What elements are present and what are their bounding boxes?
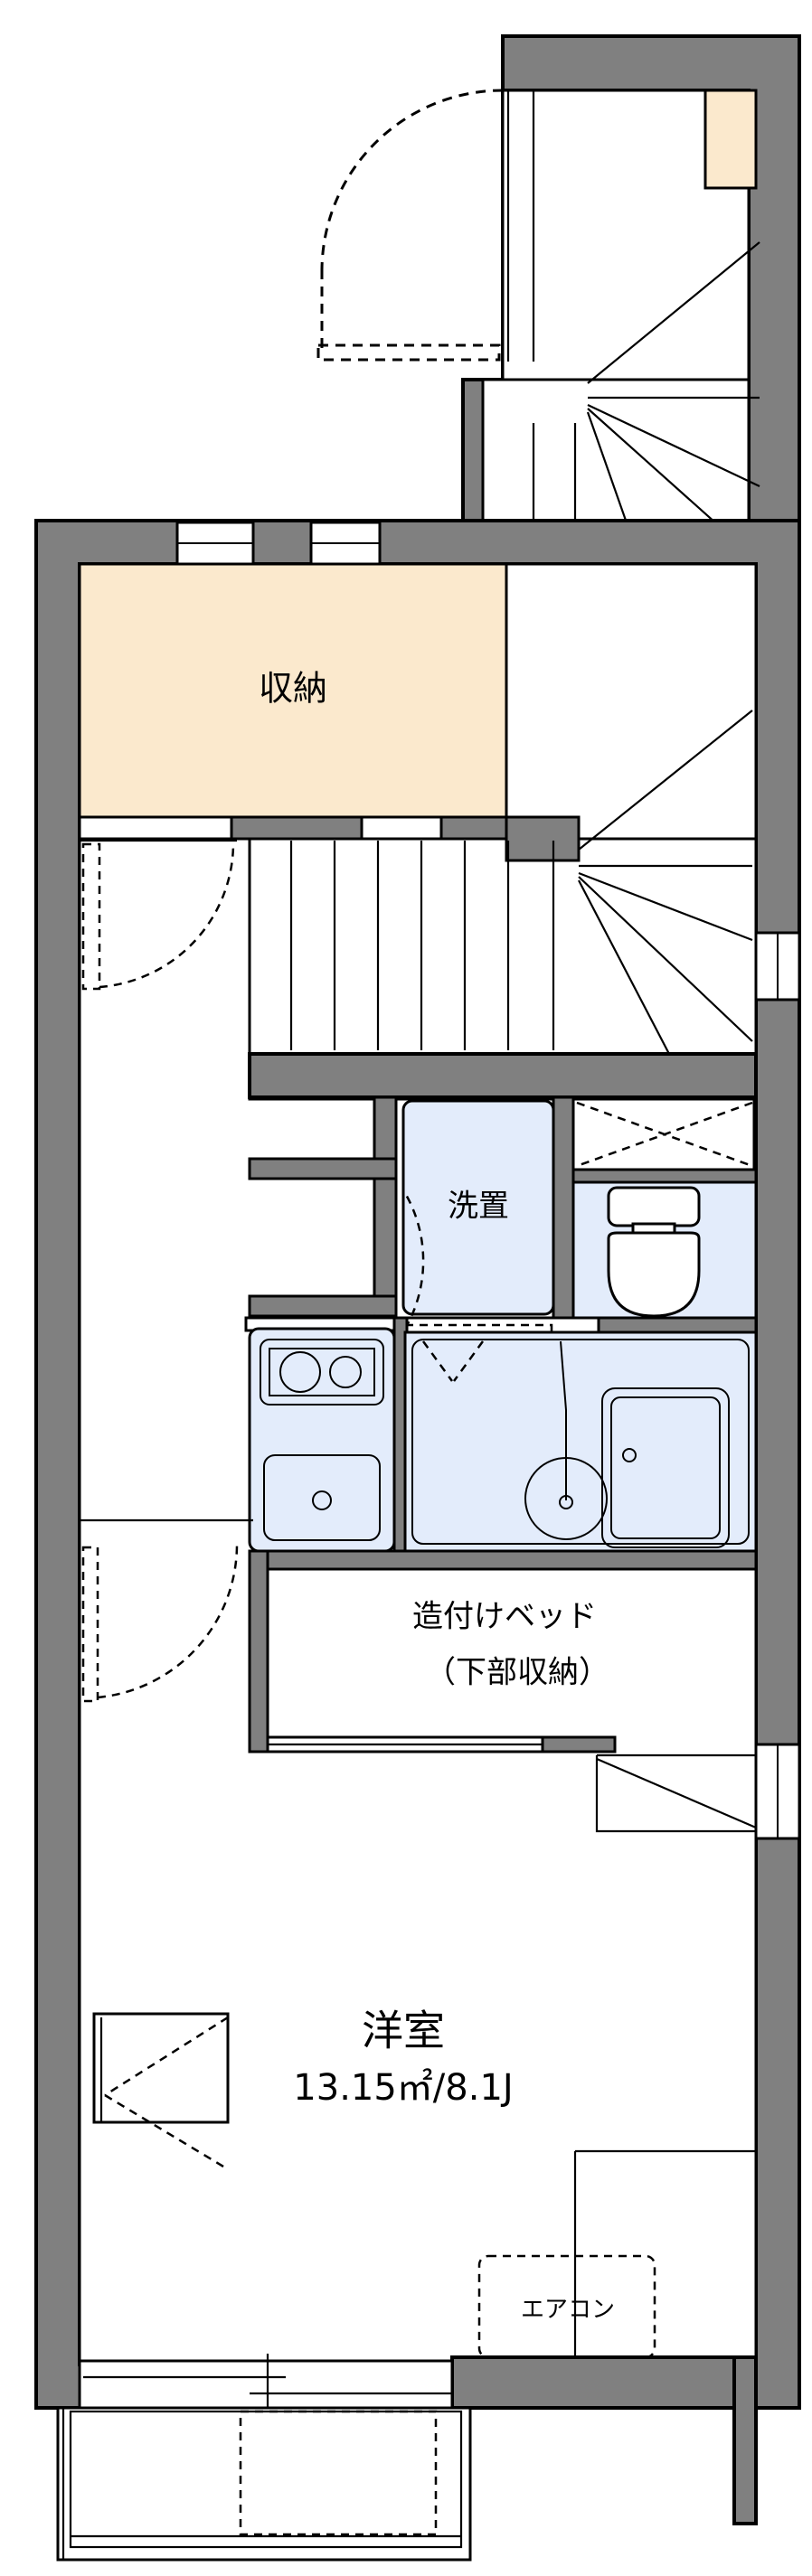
upper-winder-step-1 (587, 241, 760, 384)
kitchen-burner-large (279, 1351, 321, 1393)
bathtub-inner (610, 1396, 721, 1539)
bath-head-wall-right (597, 1316, 758, 1334)
closet-door-swing-upper (99, 841, 235, 989)
balcony-sliding-door (78, 2359, 454, 2410)
washer-door-swing (403, 1192, 425, 1330)
storage-label: 収納 (259, 669, 327, 709)
unit-bath-room (403, 1330, 758, 1553)
storage-door-jamb-mid (230, 815, 364, 841)
bath-wash-basin (524, 1457, 608, 1540)
storage-door-jamb-right (439, 815, 508, 841)
upper-storage-patch (703, 89, 758, 190)
stair-winder-2 (578, 876, 753, 1042)
bottom-partition-wall (450, 2355, 758, 2410)
ac-partition-line (573, 2149, 756, 2357)
kitchen-unit (248, 1327, 396, 1553)
main-unit-plan: 収納 (34, 519, 801, 2562)
lower-closet-box (92, 2012, 230, 2124)
bed-right-threshold (541, 1735, 617, 1753)
stair-winder-1 (578, 871, 753, 942)
closet-door-leaf-upper (81, 842, 101, 991)
built-in-bed-label-line2: （下部収納） (425, 1655, 609, 1691)
stair-winder-3 (578, 879, 670, 1055)
upper-winder-step-3 (587, 404, 760, 487)
entry-door-swing-lower (97, 1545, 239, 1699)
lower-closet-open-arrow-up (104, 2016, 229, 2097)
toilet-cabinet-x (576, 1101, 753, 1168)
kitchen-sink-basin (263, 1454, 381, 1541)
right-sash-diagonal (595, 1753, 757, 1833)
kitchen-stove-frame-outer (260, 1339, 384, 1406)
kitchen-drain (312, 1490, 332, 1510)
air-conditioner-label: エアコン (521, 2297, 615, 2324)
entrance-door-swing-arc (320, 89, 504, 270)
washer-bottom-stub (248, 1294, 398, 1318)
bath-basin-drain (559, 1495, 573, 1509)
bathtub-outer (601, 1387, 730, 1548)
toilet-bowl (607, 1231, 701, 1318)
bed-top-wall (248, 1549, 758, 1571)
stair-bottom-wall (248, 1052, 758, 1099)
storage-room (78, 562, 508, 819)
kitchen-burner-small (329, 1356, 362, 1388)
entry-door-leaf-lower (81, 1546, 99, 1703)
washer-left-wall (373, 1095, 398, 1320)
washer-label: 洗置 (448, 1189, 509, 1225)
stair-newel-block (505, 815, 581, 862)
western-room-area: 13.15㎡/8.1J (293, 2067, 513, 2109)
toilet-tank (607, 1186, 701, 1227)
washer-top-stub (248, 1157, 398, 1180)
toilet-left-wall (552, 1095, 575, 1320)
unit-bath-inner-edge (411, 1339, 750, 1545)
balcony-inner-edge (69, 2410, 463, 2549)
bed-left-wall (248, 1549, 269, 1753)
toilet-cabinet-bottom (571, 1168, 758, 1184)
storage-door-track-left (78, 815, 233, 841)
storage-door-track-right (360, 815, 443, 841)
bath-vanity-edge (560, 1340, 567, 1500)
built-in-bed-label-line1: 造付けベッド (412, 1599, 597, 1635)
kitchen-stove-frame-inner (269, 1348, 375, 1396)
bottom-right-fin-wall (732, 2355, 758, 2525)
lower-closet-open-arrow-down (104, 2093, 229, 2171)
western-room-label: 洋室 (362, 2007, 445, 2055)
entrance-door-leaf (316, 343, 501, 362)
stair-upper-diagonal (578, 710, 753, 851)
bathtub-drain (622, 1448, 637, 1462)
